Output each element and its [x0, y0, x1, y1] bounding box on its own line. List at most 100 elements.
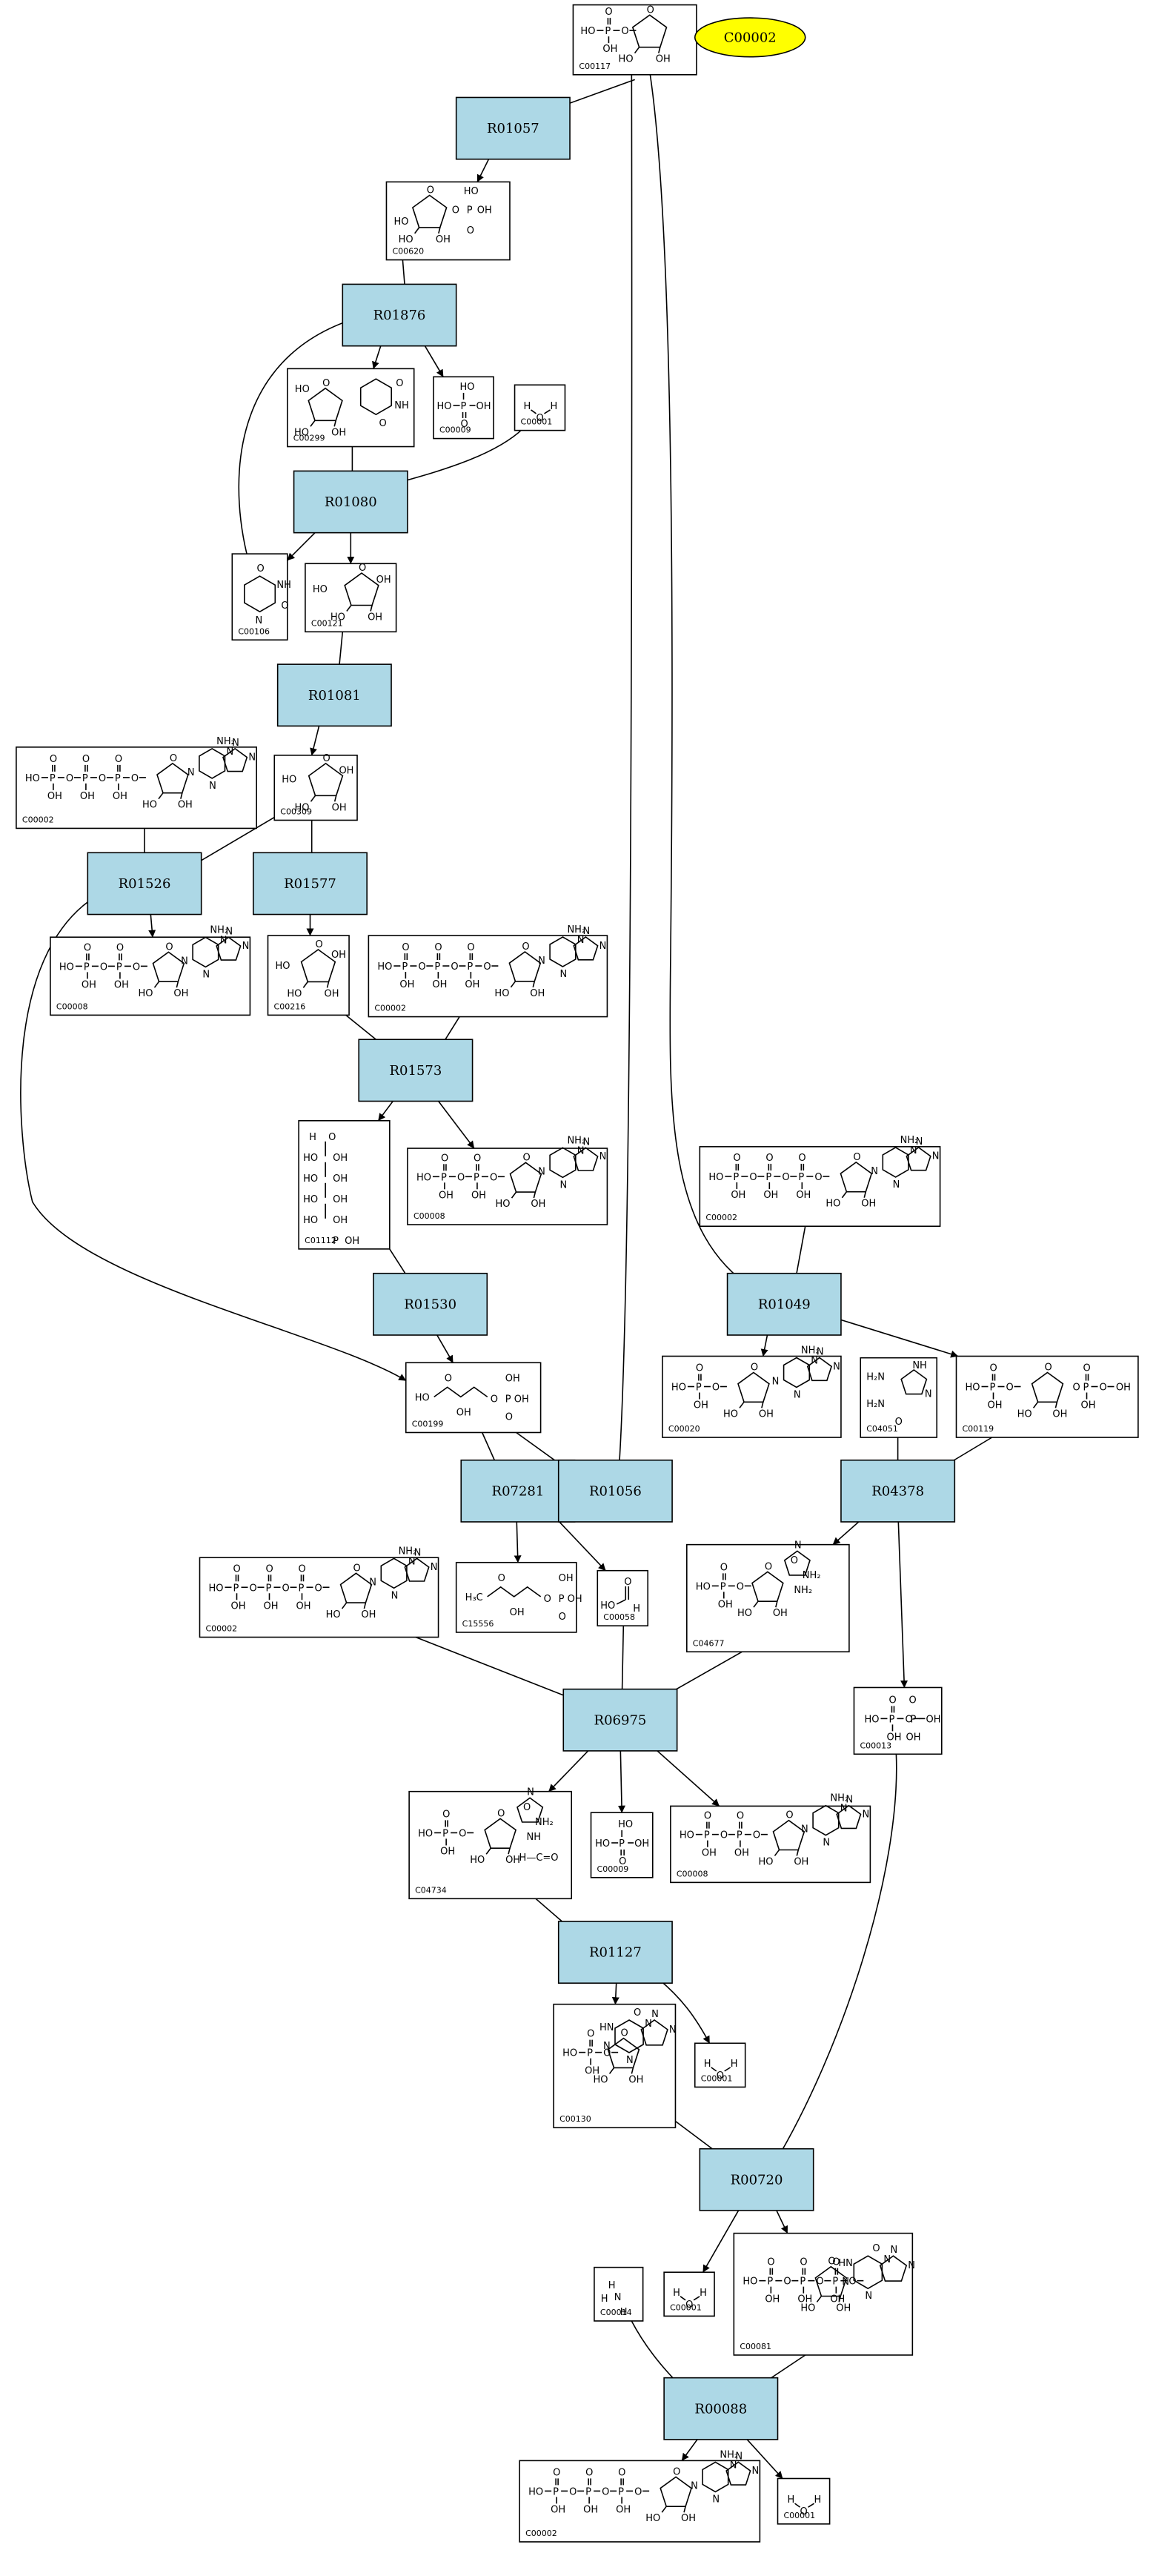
reaction-node[interactable]: R01127	[557, 1921, 673, 1984]
ring-oxygen-label: O	[828, 2257, 835, 2268]
reaction-node[interactable]: R04378	[840, 1459, 956, 1523]
nitrogen-label: N	[256, 615, 263, 626]
reaction-node[interactable]: R01049	[726, 1272, 842, 1336]
compound-id-label: C15556	[462, 1619, 494, 1629]
oxygen-label: O	[791, 1555, 798, 1566]
hydroxyl-label: OH	[173, 988, 188, 999]
reaction-node[interactable]: R01057	[455, 96, 571, 160]
compound-box	[305, 563, 397, 633]
reaction-node[interactable]: R01081	[276, 663, 392, 727]
compound-box	[670, 1805, 871, 1884]
reaction-node[interactable]: R01876	[342, 283, 457, 347]
hydroxyl-label: OH	[628, 2074, 643, 2085]
reaction-node[interactable]: R01080	[293, 470, 408, 534]
reaction-node[interactable]: R01056	[557, 1459, 673, 1523]
compound-id-label: C00001	[521, 417, 553, 427]
amine-label: NH₂	[803, 1570, 821, 1581]
ribose-ring	[308, 387, 343, 422]
reaction-node[interactable]: R07281	[460, 1459, 576, 1523]
reaction-node[interactable]: R01577	[252, 852, 368, 915]
nitrogen-label: N	[817, 1347, 824, 1358]
bond	[346, 605, 352, 612]
hydrogen-label: H	[551, 401, 558, 412]
oxygen-label: O	[704, 1811, 711, 1822]
compound-box	[267, 935, 350, 1016]
hydroxyl-label: OH	[861, 1199, 876, 1210]
oxygen-label: O	[720, 1562, 728, 1573]
compound-id-label: C00199	[412, 1419, 444, 1428]
hydroxyl-label: HO	[399, 234, 413, 245]
reaction-node[interactable]: R01526	[87, 852, 202, 915]
reaction-node[interactable]: R01573	[358, 1039, 474, 1102]
bond	[532, 981, 536, 988]
hydroxyl-label: HO	[496, 1199, 511, 1210]
reaction-node[interactable]: R00088	[663, 2377, 779, 2440]
hydroxyl-label: OH	[602, 44, 617, 55]
hydroxyl-label: HO	[303, 1215, 318, 1226]
substituent-label: NH₂	[210, 924, 228, 936]
highlight-node[interactable]: C00002	[694, 17, 806, 58]
hydroxyl-label: OH	[765, 2294, 780, 2305]
bond	[363, 1602, 367, 1609]
nitrogen-label: N	[890, 2245, 897, 2256]
bond	[180, 792, 183, 799]
hydroxyl-label: HO	[494, 988, 509, 999]
reaction-node[interactable]: R06975	[562, 1688, 678, 1752]
imidazole-ring	[516, 1797, 544, 1823]
reaction-box	[342, 283, 457, 347]
reaction-node[interactable]: R00720	[699, 2148, 814, 2211]
reaction-box	[726, 1272, 842, 1336]
reaction-node[interactable]: R01530	[373, 1272, 488, 1336]
oxygen-label: O	[621, 26, 628, 37]
oxygen-label: O	[537, 413, 544, 424]
nitrogen-label: N	[582, 926, 590, 937]
hydroxyl-label: OH	[702, 1848, 717, 1859]
bond	[153, 981, 160, 988]
bond	[302, 981, 308, 988]
nitrogen-label: N	[577, 1145, 585, 1156]
bond	[333, 795, 337, 802]
hydrogen-label: H	[788, 2494, 795, 2506]
compound-box	[407, 1148, 608, 1225]
nitrogen-label: N	[908, 2260, 915, 2271]
ribose-ring	[660, 2476, 692, 2507]
nitrogen-label: N	[932, 1151, 940, 1162]
hydroxyl-label: HO	[680, 1830, 694, 1841]
bond	[841, 1191, 848, 1199]
terminal-label: H₃C	[465, 1592, 483, 1603]
